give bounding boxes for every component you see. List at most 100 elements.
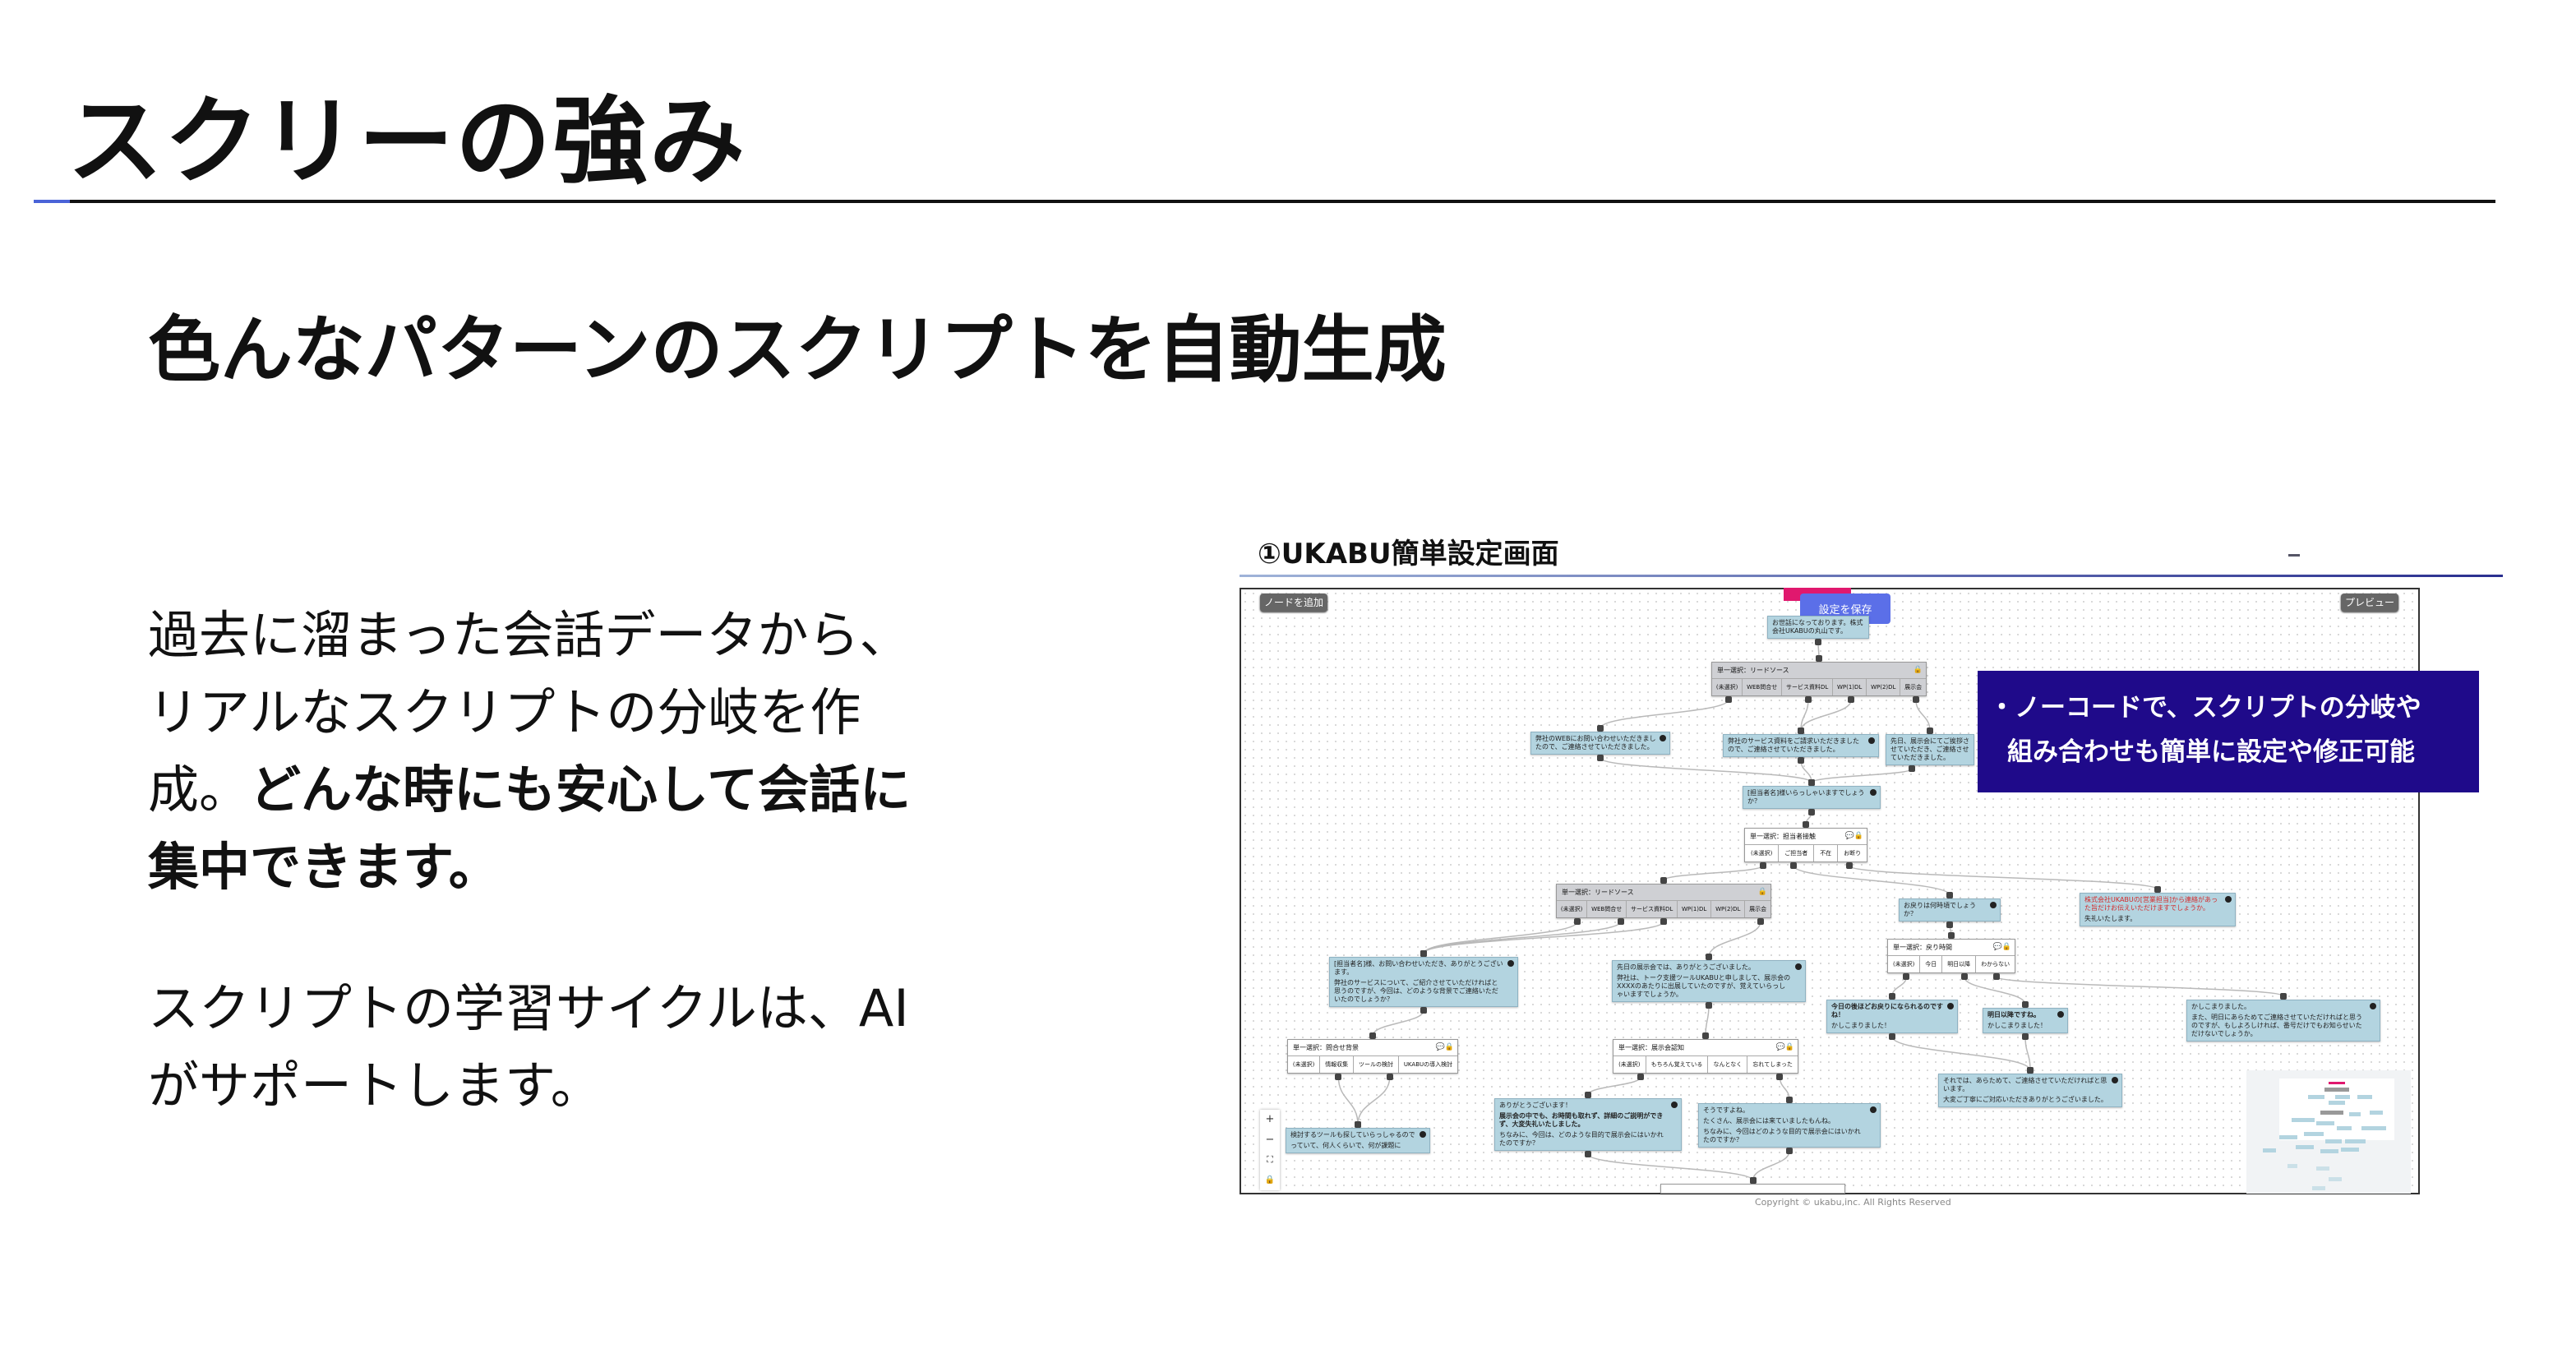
- connection-handle[interactable]: [1420, 950, 1427, 957]
- choice-node[interactable]: [1660, 1184, 1845, 1194]
- connection-handle[interactable]: [1845, 862, 1853, 869]
- choice-option[interactable]: 情報収集: [1320, 1056, 1355, 1073]
- choice-option[interactable]: WP(2)DL: [1867, 679, 1901, 695]
- connection-handle[interactable]: [1816, 655, 1822, 662]
- choice-option[interactable]: (未選択): [1288, 1056, 1321, 1073]
- connection-handle[interactable]: [1786, 1148, 1793, 1154]
- connection-handle[interactable]: [1798, 757, 1804, 764]
- choice-option[interactable]: (未選択): [1745, 845, 1780, 861]
- choice-option[interactable]: サービス資料DL: [1782, 679, 1834, 695]
- connection-handle[interactable]: [1369, 1032, 1376, 1039]
- connection-handle[interactable]: [2027, 1067, 2034, 1074]
- fit-view-button[interactable]: ⛶: [1267, 1154, 1273, 1166]
- add-node-button[interactable]: ノードを追加: [1260, 594, 1328, 612]
- connection-handle[interactable]: [1960, 973, 1968, 980]
- connection-handle[interactable]: [1889, 1033, 1895, 1040]
- connection-handle[interactable]: [1912, 696, 1919, 703]
- connection-handle[interactable]: [1798, 728, 1804, 734]
- connection-handle[interactable]: [1903, 973, 1910, 980]
- flow-node-message[interactable]: 株式会社UKABUの[営業担当]から連絡があった旨だけお伝えいただけますでしょう…: [2080, 893, 2236, 926]
- connection-handle[interactable]: [1706, 1002, 1712, 1009]
- connection-handle[interactable]: [2154, 886, 2161, 893]
- connection-handle[interactable]: [1759, 862, 1766, 869]
- flow-node-message[interactable]: 弊社のWEBにお問い合わせいただきましたので、ご連絡させていただきました。: [1530, 732, 1670, 755]
- zoom-in-button[interactable]: +: [1265, 1113, 1275, 1126]
- connection-handle[interactable]: [1808, 809, 1815, 815]
- choice-option[interactable]: 明日以降: [1942, 956, 1977, 972]
- connection-handle[interactable]: [1946, 922, 1953, 928]
- connection-handle[interactable]: [1617, 918, 1624, 925]
- connection-handle[interactable]: [1702, 1032, 1709, 1039]
- connection-handle[interactable]: [1420, 1007, 1427, 1014]
- connection-handle[interactable]: [1909, 765, 1916, 772]
- flow-node-message[interactable]: そうですよね。たくさん、展示会には来ていましたもんね。ちなみに、今回はどのような…: [1698, 1103, 1881, 1148]
- flow-node-message[interactable]: 検討するツールも探していらっしゃるのでっていて、何人くらいで、何が課題に: [1286, 1128, 1430, 1153]
- flow-node-message[interactable]: ありがとうございます！展示会の中でも、お時間も取れず、詳細のご説明ができず、大変…: [1494, 1098, 1682, 1151]
- connection-handle[interactable]: [1585, 1092, 1591, 1098]
- connection-handle[interactable]: [1786, 1097, 1793, 1103]
- choice-option[interactable]: サービス資料DL: [1627, 901, 1678, 917]
- flow-node-message[interactable]: かしこまりました。また、明日にあらためてご連絡させていただければと思うのですが、…: [2186, 1000, 2380, 1042]
- minimap[interactable]: [2246, 1070, 2411, 1194]
- choice-option[interactable]: 忘れてしまった: [1752, 1061, 1793, 1068]
- connection-handle[interactable]: [1660, 918, 1667, 925]
- choice-option[interactable]: WP(1)DL: [1833, 679, 1867, 695]
- connection-handle[interactable]: [1776, 1074, 1784, 1080]
- choice-option[interactable]: 不在: [1814, 845, 1839, 861]
- flow-node-message[interactable]: 先日の展示会では、ありがとうございました。弊社は、トーク支援ツールUKABUと申…: [1612, 960, 1806, 1002]
- connection-handle[interactable]: [1808, 779, 1815, 786]
- choice-option[interactable]: お断り: [1844, 850, 1862, 857]
- connection-handle[interactable]: [1660, 877, 1667, 884]
- connection-handle[interactable]: [1724, 696, 1732, 703]
- connection-handle[interactable]: [1790, 862, 1797, 869]
- connection-handle[interactable]: [1574, 918, 1581, 925]
- choice-option[interactable]: WEB問合せ: [1743, 679, 1783, 695]
- lock-view-button[interactable]: 🔒: [1264, 1175, 1276, 1185]
- connection-handle[interactable]: [1637, 1074, 1644, 1080]
- choice-option[interactable]: ご担当者: [1779, 845, 1815, 861]
- connection-handle[interactable]: [2022, 1001, 2029, 1008]
- flow-node-message[interactable]: 先日、展示会にてご挨拶させていただき、ご連絡させていただきました。: [1886, 734, 1974, 765]
- flow-node-message[interactable]: 明日以降ですね。かしこまりました！: [1983, 1008, 2068, 1033]
- choice-option[interactable]: WP(2)DL: [1711, 901, 1746, 917]
- choice-option[interactable]: ツールの検討: [1354, 1056, 1399, 1073]
- flow-node-message[interactable]: 今日の後ほどお戻りになられるのですね！かしこまりました！: [1826, 1000, 1958, 1033]
- choice-option[interactable]: もちろん覚えている: [1646, 1056, 1709, 1073]
- choice-option[interactable]: (未選択): [1888, 956, 1921, 972]
- connection-handle[interactable]: [2280, 993, 2287, 1000]
- connection-handle[interactable]: [1946, 892, 1953, 898]
- connection-handle[interactable]: [2022, 1033, 2029, 1040]
- connection-handle[interactable]: [1804, 696, 1812, 703]
- flow-node-message[interactable]: お戻りは何時頃でしょうか？: [1899, 898, 2001, 922]
- choice-option[interactable]: (未選択): [1557, 901, 1588, 917]
- choice-option[interactable]: 今日: [1920, 956, 1943, 972]
- choice-option[interactable]: なんとなく: [1708, 1056, 1748, 1073]
- connection-handle[interactable]: [1749, 1177, 1757, 1184]
- connection-handle[interactable]: [1757, 918, 1764, 925]
- choice-option[interactable]: WP(1)DL: [1678, 901, 1712, 917]
- flow-node-message[interactable]: [担当者名]様、お問い合わせいただき、ありがとうございます。弊社のサービスについ…: [1329, 957, 1518, 1007]
- connection-handle[interactable]: [1803, 821, 1809, 828]
- choice-node-contact[interactable]: 単一選択：担当者接触 (未選択)ご担当者不在お断り 💬🔒: [1744, 828, 1867, 862]
- flow-node-message[interactable]: 弊社のサービス資料をご請求いただきましたので、ご連絡させていただきました。: [1723, 734, 1879, 757]
- connection-handle[interactable]: [1889, 993, 1895, 1000]
- connection-handle[interactable]: [1335, 1074, 1342, 1080]
- choice-option[interactable]: 展示会: [1904, 684, 1923, 691]
- preview-button[interactable]: プレビュー: [2341, 594, 2399, 612]
- connection-handle[interactable]: [1927, 728, 1933, 734]
- choice-option[interactable]: UKABUの導入検討: [1403, 1061, 1453, 1068]
- connection-handle[interactable]: [1386, 1074, 1393, 1080]
- choice-option[interactable]: (未選択): [1712, 679, 1743, 695]
- connection-handle[interactable]: [1355, 1121, 1361, 1128]
- choice-option[interactable]: (未選択): [1613, 1056, 1646, 1073]
- choice-option[interactable]: わからない: [1981, 961, 2010, 968]
- flow-node-start[interactable]: お世話になっております。株式会社UKABUの丸山です。: [1767, 616, 1869, 639]
- zoom-out-button[interactable]: −: [1265, 1133, 1275, 1146]
- connection-handle[interactable]: [1815, 639, 1821, 645]
- choice-node-return-time[interactable]: 単一選択：戻り時間 (未選択)今日明日以降わからない 💬🔒: [1887, 939, 2015, 973]
- choice-option[interactable]: WEB問合せ: [1587, 901, 1627, 917]
- choice-option[interactable]: 展示会: [1749, 906, 1767, 912]
